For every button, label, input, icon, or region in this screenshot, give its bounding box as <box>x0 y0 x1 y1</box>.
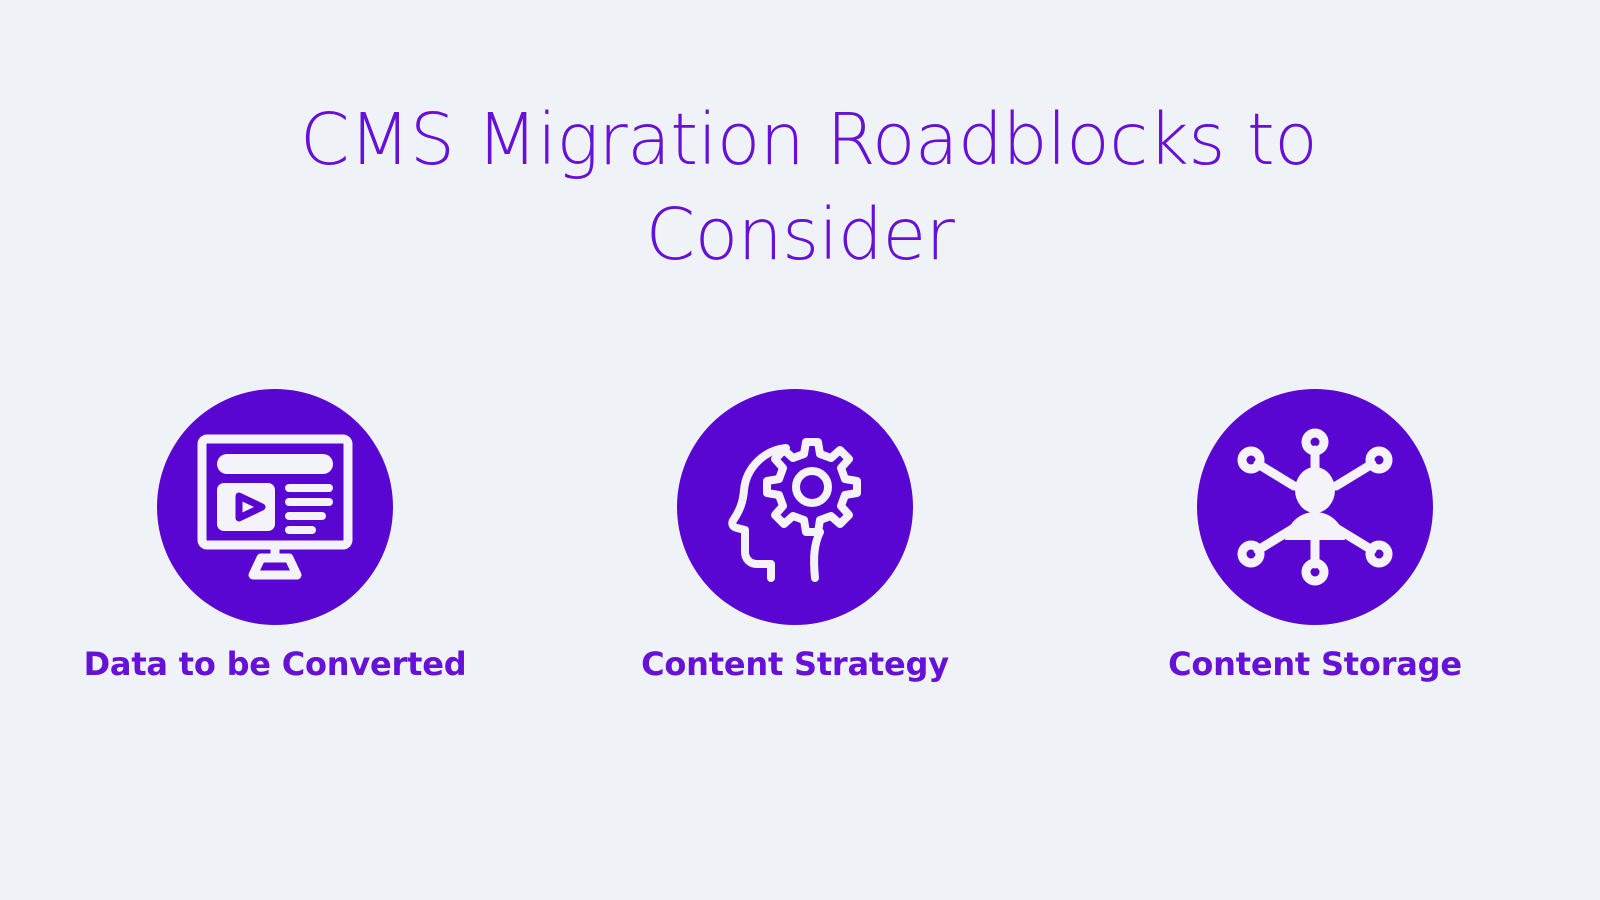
icon-badge-content-strategy <box>677 389 913 625</box>
roadblock-label: Content Strategy <box>641 645 949 683</box>
roadblock-items-row: Data to be Converted <box>0 389 1600 709</box>
icon-badge-data-to-be-converted <box>157 389 393 625</box>
user-network-icon <box>1232 424 1398 590</box>
page-title: CMS Migration Roadblocks to Consider <box>300 92 1318 282</box>
roadblock-item-content-storage: Content Storage <box>1105 389 1525 684</box>
roadblock-label: Content Storage <box>1168 645 1462 683</box>
title-line-1: CMS Migration Roadblocks to <box>300 98 1318 181</box>
roadblock-label: Data to be Converted <box>83 645 467 683</box>
title-line-2: Consider <box>645 193 955 276</box>
icon-badge-content-storage <box>1197 389 1433 625</box>
monitor-media-icon <box>195 432 355 582</box>
roadblock-item-data-to-be-converted: Data to be Converted <box>65 389 485 684</box>
head-gear-icon <box>714 426 876 588</box>
roadblock-item-content-strategy: Content Strategy <box>585 389 1005 684</box>
